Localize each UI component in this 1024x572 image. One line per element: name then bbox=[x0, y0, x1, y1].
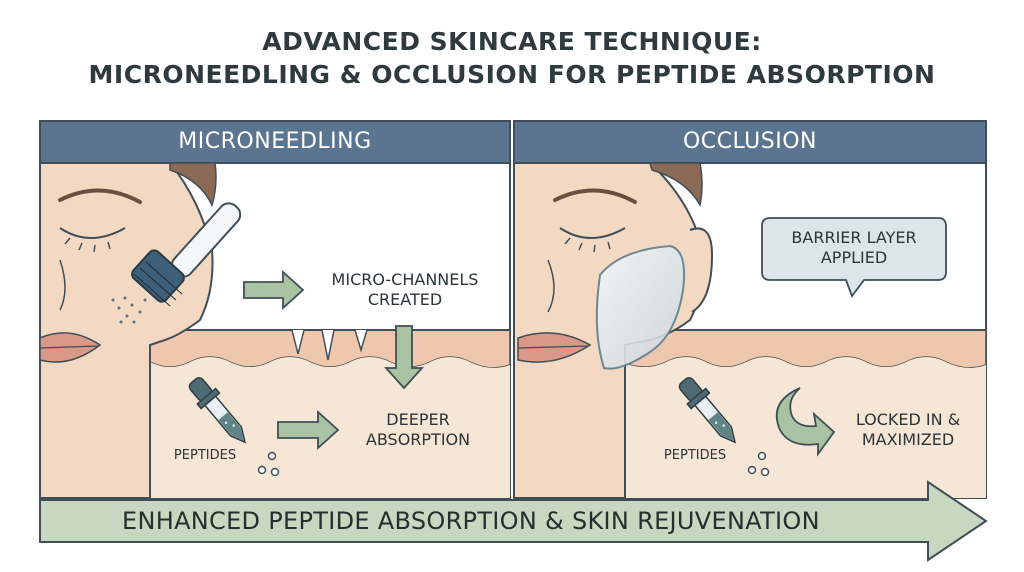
peptides-label-left: PEPTIDES bbox=[173, 448, 237, 463]
micro-channel bbox=[354, 329, 368, 353]
ear bbox=[689, 227, 714, 313]
closed-eye bbox=[559, 227, 626, 239]
hair bbox=[169, 163, 217, 208]
right-panel-art bbox=[514, 163, 986, 498]
peptide-droplets bbox=[747, 451, 770, 477]
eyebrow bbox=[58, 188, 142, 204]
face bbox=[40, 163, 214, 498]
closed-eye bbox=[59, 227, 126, 239]
barrier-callout-text: BARRIER LAYER APPLIED bbox=[791, 228, 917, 267]
curved-arrow-icon bbox=[775, 387, 836, 457]
left-panel-header-bar bbox=[39, 120, 511, 164]
footer-banner-text: ENHANCED PEPTIDE ABSORPTION & SKIN REJUV… bbox=[122, 507, 820, 535]
page-title-line2: MICRONEEDLING & OCCLUSION FOR PEPTIDE AB… bbox=[88, 60, 936, 89]
eyebrow bbox=[553, 188, 637, 204]
right-panel-header-bar bbox=[513, 120, 987, 164]
arrow-down-icon bbox=[383, 325, 425, 390]
arrow-right-icon bbox=[277, 409, 340, 451]
deeper-absorption-label: DEEPER ABSORPTION bbox=[365, 410, 471, 449]
footer-arrow-shape bbox=[39, 480, 988, 562]
micro-channel bbox=[291, 329, 305, 355]
locked-in-label: LOCKED IN & MAXIMIZED bbox=[855, 410, 961, 449]
peptide-droplets bbox=[257, 451, 280, 477]
left-panel-header: MICRONEEDLING bbox=[178, 129, 372, 154]
barrier-callout-bubble bbox=[761, 217, 947, 298]
right-panel-header: OCCLUSION bbox=[682, 129, 818, 154]
occlusive-gel-mask bbox=[595, 244, 686, 370]
nose bbox=[547, 259, 555, 313]
arrow-right-icon bbox=[243, 269, 305, 311]
peptides-label-right: PEPTIDES bbox=[663, 448, 727, 463]
hair bbox=[649, 163, 703, 208]
micro-channels-label: MICRO-CHANNELS CREATED bbox=[331, 270, 479, 309]
dropper-icon bbox=[188, 377, 247, 444]
micro-channel bbox=[321, 329, 335, 361]
dropper-icon bbox=[678, 377, 737, 444]
derma-roller bbox=[111, 202, 242, 324]
nose bbox=[59, 259, 66, 311]
page-title-line1: ADVANCED SKINCARE TECHNIQUE: bbox=[262, 27, 762, 56]
